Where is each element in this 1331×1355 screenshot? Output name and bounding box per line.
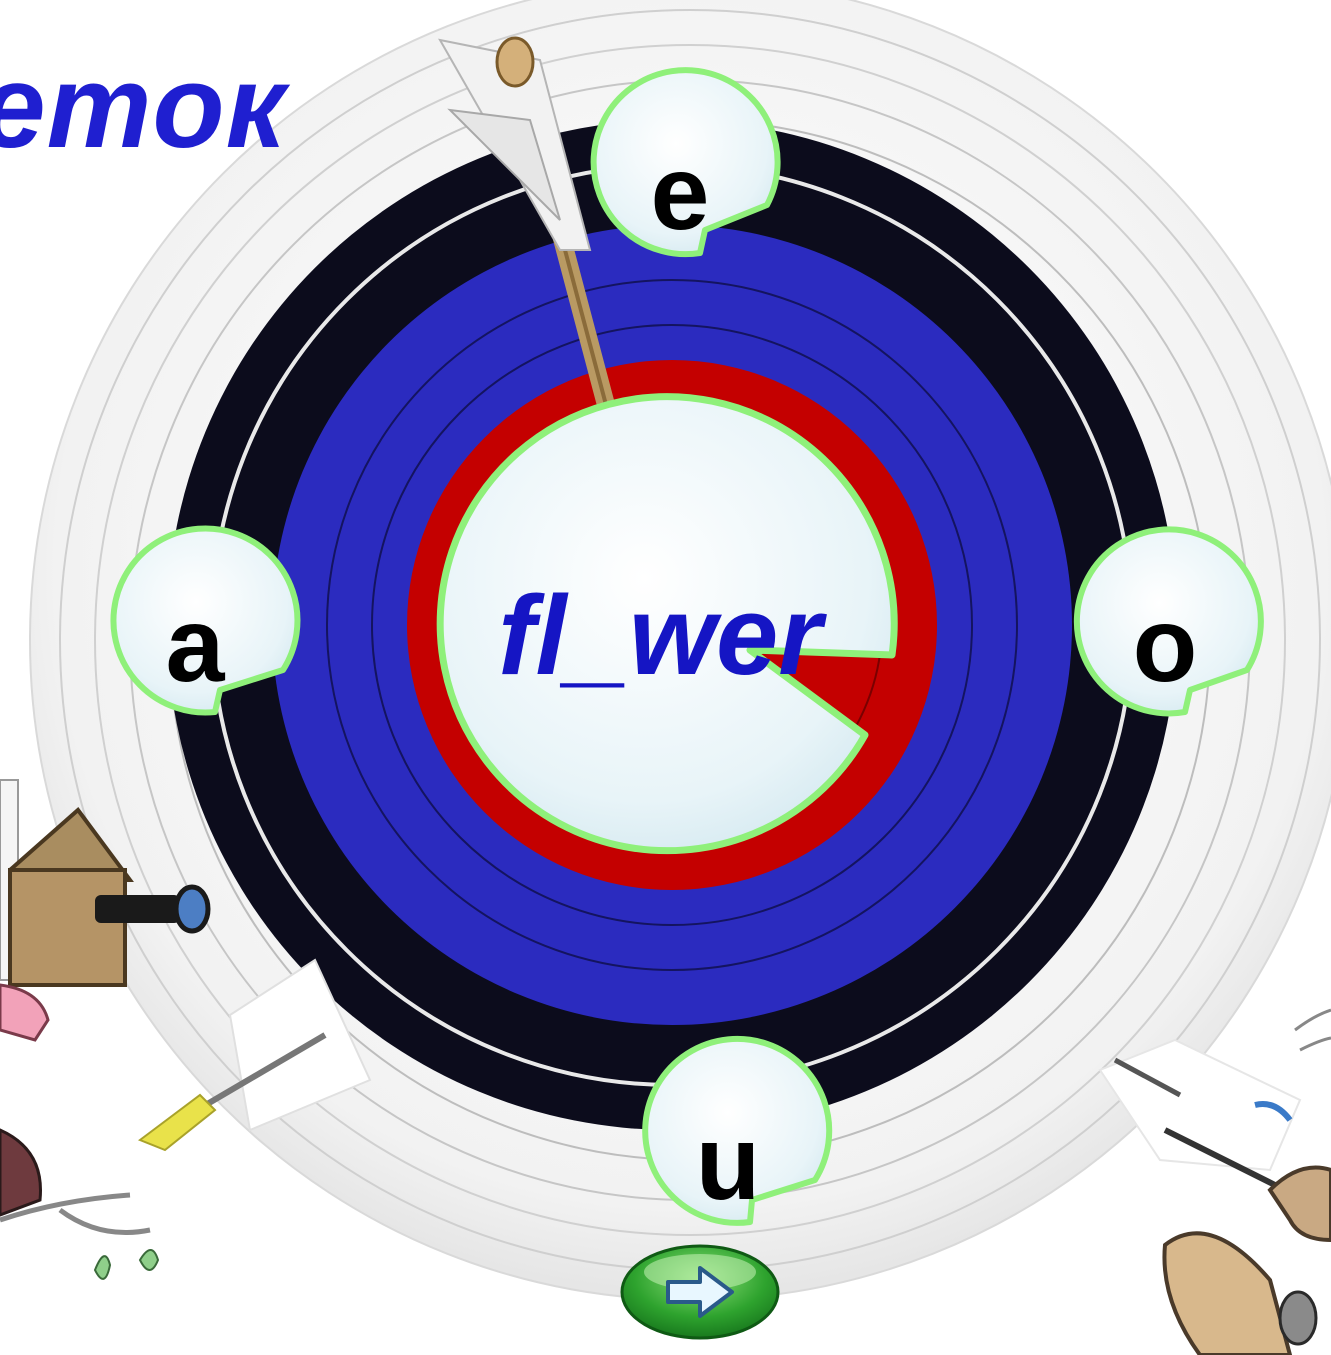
word-with-gap: fl_wer [498,573,822,698]
next-button[interactable] [620,1240,780,1340]
birdhouse-icon [0,779,211,1280]
option-label-u[interactable]: u [695,1104,761,1222]
option-label-a[interactable]: a [165,586,225,704]
hand-with-dart-icon [1098,1008,1331,1355]
dart-icon [137,958,372,1152]
option-label-e[interactable]: e [650,134,710,252]
option-bubble-o[interactable] [1073,526,1264,717]
option-label-o[interactable]: o [1132,586,1198,704]
page-title: етoк [0,41,287,173]
word-bubble [436,393,898,855]
option-bubble-a[interactable] [110,525,301,716]
option-bubble-u[interactable] [642,1035,833,1226]
arrow-in-target-icon [438,36,619,429]
option-bubble-e[interactable] [590,67,781,258]
arrow-right-icon [666,1266,734,1318]
